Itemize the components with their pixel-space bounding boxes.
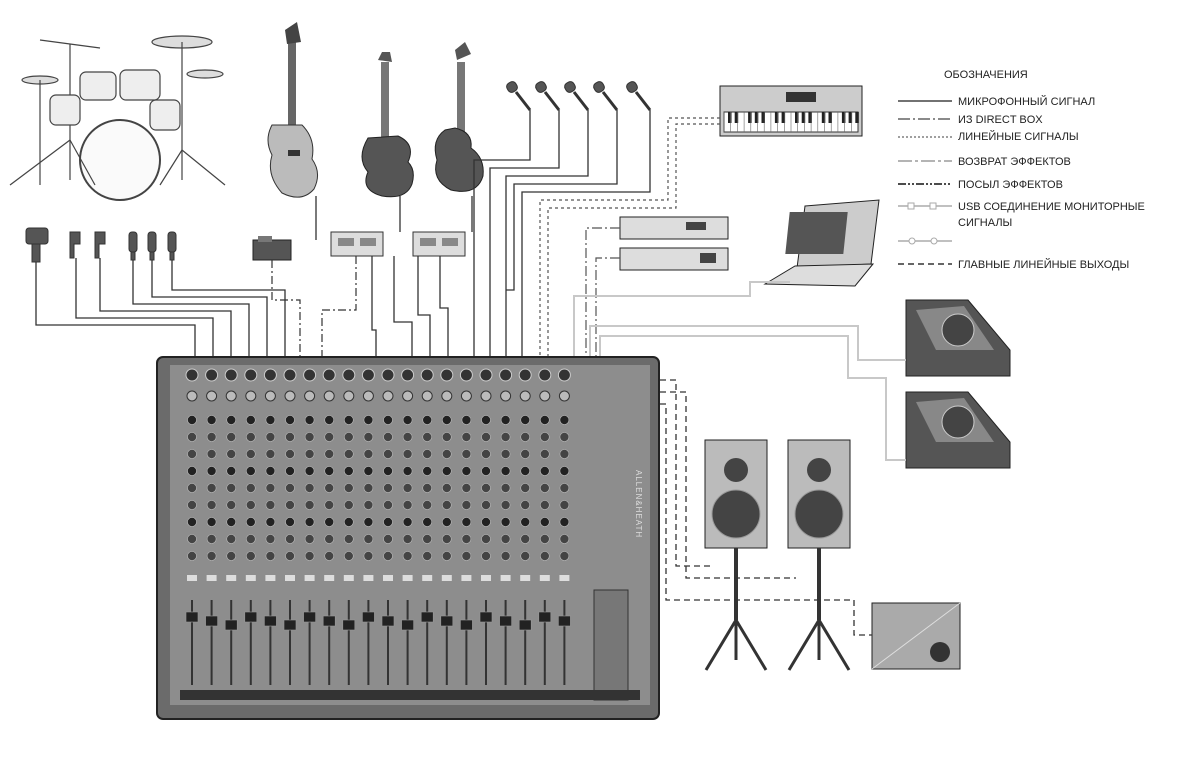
clip-mic-icon [94, 231, 106, 259]
overhead-mic-icon [147, 231, 157, 261]
stage-monitor-icon [905, 391, 1011, 469]
main-out-cables [640, 379, 872, 636]
channel-strip [244, 368, 258, 685]
legend-item-usb: USB СОЕДИНЕНИЕ МОНИТОРНЫЕ [958, 201, 1145, 213]
channel-strip [518, 368, 532, 685]
effects-unit-icon [619, 216, 729, 240]
subwoofer-icon [871, 602, 961, 670]
channel-strip [440, 368, 454, 685]
pa-speaker-right-icon [787, 439, 851, 671]
line-cables [539, 117, 720, 362]
channel-strip [263, 368, 277, 685]
channel-strip [538, 368, 552, 685]
channel-strip [401, 368, 415, 685]
channel-strip [322, 368, 336, 685]
channel-strip [361, 368, 375, 685]
mic-cables [35, 110, 651, 362]
keyboard-synth-icon [719, 85, 863, 137]
channel-strip [381, 368, 395, 685]
channel-strip [420, 368, 434, 685]
channel-strip [205, 368, 219, 685]
legend-item-direct-box: ИЗ DIRECT BOX [958, 114, 1043, 126]
stage-monitor-icon [905, 299, 1011, 377]
effects-unit-icon [619, 247, 729, 271]
direct-box-icon [330, 231, 384, 257]
clip-mic-icon [69, 231, 81, 259]
vocal-mic-icon [593, 81, 619, 111]
legend-item-monitor-signals: СИГНАЛЫ [958, 217, 1012, 229]
overhead-mic-icon [128, 231, 138, 261]
direct-box-icon [412, 231, 466, 257]
overhead-mic-icon [167, 231, 177, 261]
kick-mic-icon [25, 227, 49, 263]
legend-item-effects-return: ВОЗВРАТ ЭФФЕКТОВ [958, 156, 1071, 168]
channel-strip [479, 368, 493, 685]
effects-cables [585, 227, 620, 362]
channel-strip [303, 368, 317, 685]
drum-kit-icon [9, 35, 226, 201]
electric-guitar-icon [361, 52, 414, 198]
vocal-mic-icon [626, 81, 652, 111]
channel-strip [342, 368, 356, 685]
vocal-mics [506, 81, 652, 111]
legend-item-effects-send: ПОСЫЛ ЭФФЕКТОВ [958, 179, 1063, 191]
bass-guitar-icon [267, 22, 318, 198]
direct-box-icon [252, 236, 292, 261]
channel-strip [459, 368, 473, 685]
mixing-console: ALLEN&HEATH [156, 356, 660, 720]
direct-box-cables [271, 256, 357, 362]
channel-strip [499, 368, 513, 685]
vocal-mic-icon [564, 81, 590, 111]
channel-strip [185, 368, 199, 685]
usb-cable [573, 281, 790, 362]
mixer-brand-label: ALLEN&HEATH [634, 470, 643, 538]
channel-strip [557, 368, 571, 685]
drum-mics [25, 227, 177, 263]
legend: ОБОЗНАЧЕНИЯ МИКРОФОННЫЙ СИГНАЛ ИЗ DIRECT… [898, 69, 1145, 271]
legend-item-mic-signal: МИКРОФОННЫЙ СИГНАЛ [958, 95, 1095, 108]
legend-item-line-signals: ЛИНЕЙНЫЕ СИГНАЛЫ [958, 130, 1079, 143]
les-paul-guitar-icon [434, 42, 484, 192]
laptop-icon [763, 199, 880, 287]
monitor-cables [589, 325, 906, 461]
legend-title: ОБОЗНАЧЕНИЯ [944, 69, 1028, 81]
pa-speaker-left-icon [704, 439, 768, 671]
legend-item-main-outputs: ГЛАВНЫЕ ЛИНЕЙНЫЕ ВЫХОДЫ [958, 258, 1129, 271]
channel-strip [224, 368, 238, 685]
channel-strip [283, 368, 297, 685]
vocal-mic-icon [506, 81, 532, 111]
vocal-mic-icon [535, 81, 561, 111]
